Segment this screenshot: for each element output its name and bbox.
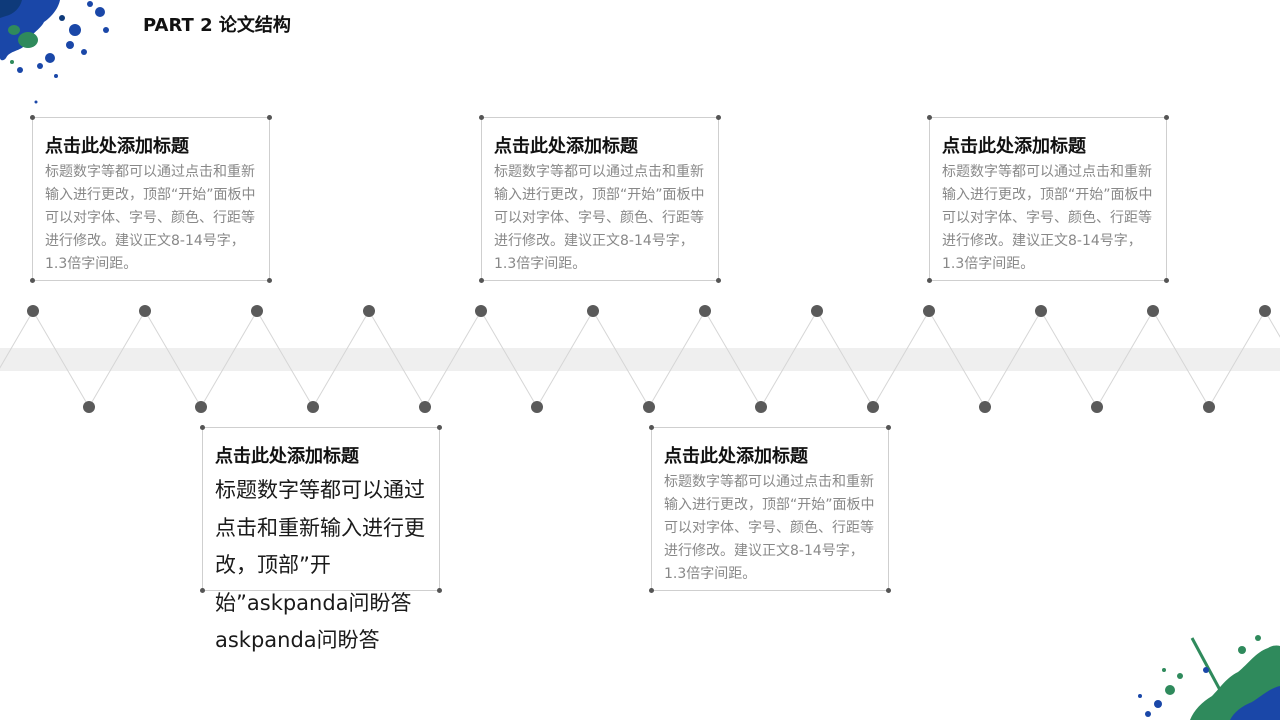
card-corner-dot — [479, 115, 484, 120]
timeline-node — [979, 401, 991, 413]
card-body: 标题数字等都可以通过点击和重新输入进行更改，顶部“开始”面板中可以对字体、字号、… — [664, 474, 875, 582]
timeline-node — [195, 401, 207, 413]
info-card-4[interactable]: 点击此处添加标题 标题数字等都可以通过点击和重新输入进行更改，顶部”开始”ask… — [200, 425, 442, 652]
timeline-node — [923, 305, 935, 317]
card-corner-dot — [267, 278, 272, 283]
timeline-node — [755, 401, 767, 413]
card-corner-dot — [1164, 278, 1169, 283]
timeline-node — [27, 305, 39, 317]
card-corner-dot — [927, 115, 932, 120]
timeline-node — [83, 401, 95, 413]
timeline-node — [587, 305, 599, 317]
timeline-node — [811, 305, 823, 317]
card-corner-dot — [200, 425, 205, 430]
card-body: 标题数字等都可以通过点击和重新输入进行更改，顶部“开始”面板中可以对字体、字号、… — [45, 164, 256, 272]
card-corner-dot — [437, 425, 442, 430]
card-corner-dot — [1164, 115, 1169, 120]
card-corner-dot — [716, 278, 721, 283]
timeline-node — [1147, 305, 1159, 317]
timeline-node — [643, 401, 655, 413]
card-title: 点击此处添加标题 — [664, 446, 808, 467]
card-corner-dot — [437, 588, 442, 593]
timeline-node — [1035, 305, 1047, 317]
card-corner-dot — [200, 588, 205, 593]
card-corner-dot — [649, 588, 654, 593]
timeline-node — [475, 305, 487, 317]
card-body: 标题数字等都可以通过点击和重新输入进行更改，顶部”开始”askpanda问盼答a… — [215, 478, 425, 652]
timeline-node — [867, 401, 879, 413]
card-title: 点击此处添加标题 — [215, 446, 359, 467]
card-title: 点击此处添加标题 — [494, 136, 638, 157]
timeline-node — [1259, 305, 1271, 317]
timeline-node — [363, 305, 375, 317]
timeline-node — [699, 305, 711, 317]
card-corner-dot — [30, 278, 35, 283]
timeline-node — [139, 305, 151, 317]
timeline-node — [1091, 401, 1103, 413]
card-corner-dot — [716, 115, 721, 120]
card-corner-dot — [886, 588, 891, 593]
timeline-node — [1203, 401, 1215, 413]
info-card-5[interactable]: 点击此处添加标题 标题数字等都可以通过点击和重新输入进行更改，顶部“开始”面板中… — [649, 425, 891, 593]
card-title: 点击此处添加标题 — [45, 136, 189, 157]
timeline-node — [531, 401, 543, 413]
card-body: 标题数字等都可以通过点击和重新输入进行更改，顶部“开始”面板中可以对字体、字号、… — [942, 164, 1153, 272]
card-body: 标题数字等都可以通过点击和重新输入进行更改，顶部“开始”面板中可以对字体、字号、… — [494, 164, 705, 272]
timeline-line — [0, 310, 1280, 408]
ink-splatter-top-left — [0, 0, 109, 104]
timeline-node — [251, 305, 263, 317]
timeline-node — [307, 401, 319, 413]
timeline-band — [0, 348, 1280, 371]
card-corner-dot — [649, 425, 654, 430]
ink-splatter-bottom-right — [1138, 635, 1280, 720]
info-card-2[interactable]: 点击此处添加标题 标题数字等都可以通过点击和重新输入进行更改，顶部“开始”面板中… — [479, 115, 721, 283]
card-corner-dot — [886, 425, 891, 430]
card-title: 点击此处添加标题 — [942, 136, 1086, 157]
info-card-3[interactable]: 点击此处添加标题 标题数字等都可以通过点击和重新输入进行更改，顶部“开始”面板中… — [927, 115, 1169, 283]
page-title: PART 2 论文结构 — [143, 15, 291, 36]
info-card-1[interactable]: 点击此处添加标题 标题数字等都可以通过点击和重新输入进行更改，顶部“开始”面板中… — [30, 115, 272, 283]
timeline-node — [419, 401, 431, 413]
card-corner-dot — [927, 278, 932, 283]
card-corner-dot — [30, 115, 35, 120]
card-corner-dot — [267, 115, 272, 120]
card-corner-dot — [479, 278, 484, 283]
